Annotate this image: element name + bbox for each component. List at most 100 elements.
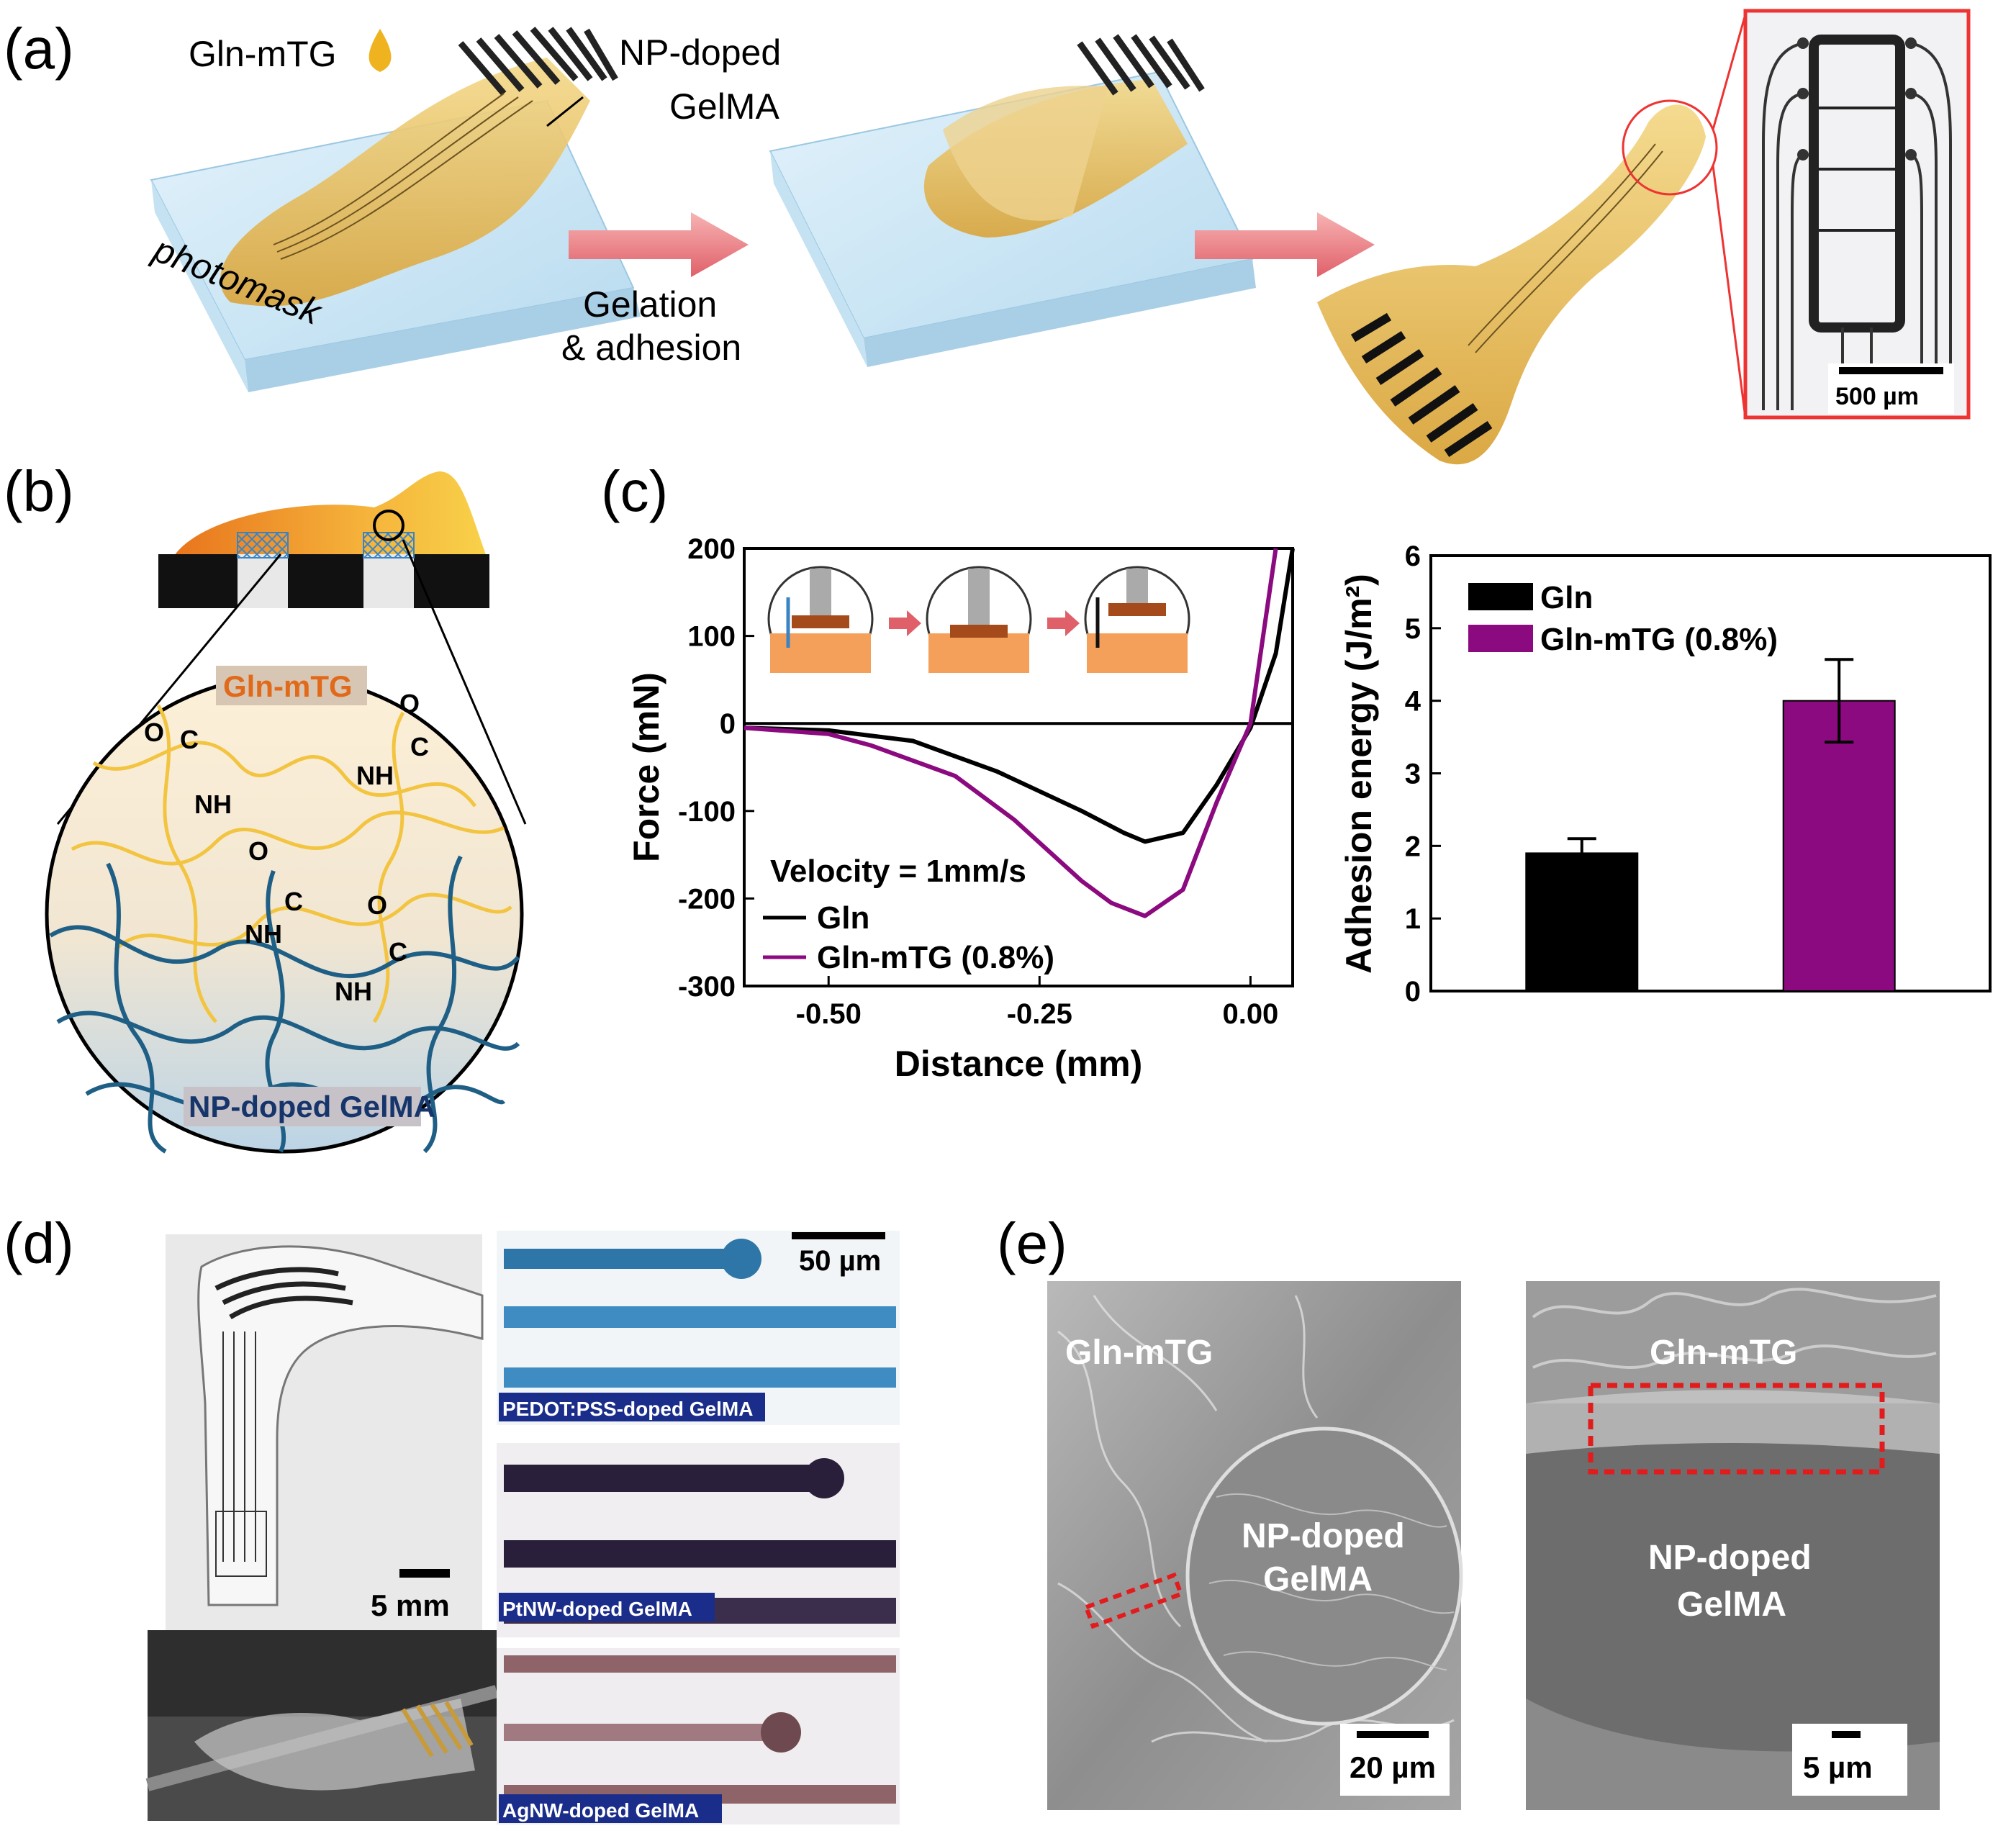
bar-legend-gln: Gln xyxy=(1540,580,1593,615)
np-gel-patch-1 xyxy=(237,532,289,559)
bar-ytick-label: 4 xyxy=(1405,686,1421,718)
svg-text:NH: NH xyxy=(194,790,232,819)
photomask-block-2 xyxy=(769,34,1256,367)
bottom-layer-label: NP-doped GelMA xyxy=(189,1090,435,1123)
micrograph-agnw: AgNW-doped GelMA xyxy=(497,1648,900,1824)
line-series-1 xyxy=(743,548,1278,918)
panel-label-b: (b) xyxy=(4,459,74,523)
step-label-1: Gelation xyxy=(583,284,717,325)
photomask-bar xyxy=(158,554,489,608)
svg-text:O: O xyxy=(367,890,387,920)
sem-right-mid1: NP-doped xyxy=(1648,1539,1812,1577)
step-label-2: & adhesion xyxy=(561,327,741,368)
line-ytick-label: -300 xyxy=(678,971,736,1003)
zoom-circle xyxy=(1622,99,1718,196)
np-label-2: GelMA xyxy=(669,86,779,127)
svg-text:NH: NH xyxy=(335,977,372,1006)
line-xlabel: Distance (mm) xyxy=(895,1044,1143,1084)
svg-text:NH: NH xyxy=(245,919,282,949)
np-label-1: NP-doped xyxy=(619,32,781,73)
hydrogel-film-1 xyxy=(220,58,590,307)
sem-image-left: Gln-mTG NP-doped GelMA 20 µm xyxy=(1047,1281,1463,1810)
bar-ylabel: Adhesion energy (J/m²) xyxy=(1339,574,1379,974)
legend-label-mtg: Gln-mTG (0.8%) xyxy=(817,940,1054,975)
droplet-icon xyxy=(369,29,392,72)
inset-schematic xyxy=(767,566,1190,673)
electrode-pads-3 xyxy=(1350,312,1493,457)
top-layer-label: Gln-mTG xyxy=(223,669,353,703)
line-xtick-label: 0.00 xyxy=(1222,998,1278,1030)
line-series-0 xyxy=(743,548,1295,844)
velocity-annotation: Velocity = 1mm/s xyxy=(770,854,1026,889)
electrode-pads-1 xyxy=(458,27,618,96)
sem-right-scale: 5 µm xyxy=(1803,1750,1873,1784)
drop-label: Gln-mTG xyxy=(189,34,337,74)
sem-right-top-label: Gln-mTG xyxy=(1650,1334,1797,1372)
scale-micro-label: 50 µm xyxy=(799,1245,881,1277)
micrograph-ptnw: PtNW-doped GelMA xyxy=(497,1443,900,1637)
process-arrow-2 xyxy=(1195,212,1375,277)
svg-text:O: O xyxy=(399,689,420,718)
legend-label-gln: Gln xyxy=(817,900,869,936)
pointer-line xyxy=(546,96,584,127)
inset-micrograph: 500 µm xyxy=(1743,9,1971,420)
panel-label-d: (d) xyxy=(4,1211,74,1275)
electrode-pads-2 xyxy=(1077,34,1205,96)
sem-right-mid2: GelMA xyxy=(1677,1586,1786,1624)
line-xtick-label: -0.25 xyxy=(1007,998,1072,1030)
scale-bar-photo xyxy=(399,1569,450,1578)
sem-left-top-label: Gln-mTG xyxy=(1065,1334,1213,1372)
line-plot-frame xyxy=(743,547,1294,987)
panel-label-c: (c) xyxy=(601,459,668,523)
bar-plot-frame xyxy=(1429,554,1992,992)
sem-image-right: Gln-mTG NP-doped GelMA 5 µm xyxy=(1526,1281,1940,1810)
micro-label-ptnw: PtNW-doped GelMA xyxy=(502,1598,692,1620)
svg-text:C: C xyxy=(410,732,429,761)
bar-ytick-label: 5 xyxy=(1405,613,1421,645)
inset-scale-label: 500 µm xyxy=(1835,383,1919,410)
peeled-layer xyxy=(943,86,1108,221)
transparent-device xyxy=(197,1245,484,1606)
legend-swatch-gln xyxy=(1468,583,1533,610)
line-ytick-label: 0 xyxy=(720,708,736,740)
svg-text:C: C xyxy=(389,937,407,967)
device-traces-1 xyxy=(214,1267,353,1320)
svg-text:O: O xyxy=(248,836,268,866)
scale-bar-sem-left xyxy=(1357,1731,1429,1738)
chemistry-labels: O C NH O C NH O C NH O C NH xyxy=(144,689,429,1006)
highlight-box-right xyxy=(1588,1383,1885,1475)
bar-legend-mtg: Gln-mTG (0.8%) xyxy=(1540,622,1778,657)
bar-ytick-label: 6 xyxy=(1405,541,1421,572)
svg-text:C: C xyxy=(180,725,199,754)
scale-photo-label: 5 mm xyxy=(371,1588,450,1622)
sem-left-mid1: NP-doped xyxy=(1242,1517,1405,1555)
process-arrow-1 xyxy=(569,212,749,277)
panel-d: (d) 5 mm xyxy=(4,1211,900,1824)
bar-ytick-label: 0 xyxy=(1405,976,1421,1008)
panel-label-e: (e) xyxy=(997,1211,1067,1275)
legend-swatch-mtg xyxy=(1468,625,1533,652)
gln-mtg-chains xyxy=(71,704,512,1023)
bar-ytick-label: 1 xyxy=(1405,903,1421,935)
traces-1 xyxy=(273,93,533,260)
svg-text:NH: NH xyxy=(356,761,394,790)
micro-label-pedot: PEDOT:PSS-doped GelMA xyxy=(502,1398,753,1420)
adhesion-energy-chart: 0 1 2 3 4 5 6 Gln Gln-mTG (0.8%) Adhesion ener… xyxy=(1339,541,1992,1008)
line-ytick-label: 200 xyxy=(687,533,736,565)
panel-label-a: (a) xyxy=(4,17,74,81)
scale-bar-sem-right xyxy=(1832,1731,1861,1738)
sem-left-scale: 20 µm xyxy=(1350,1750,1436,1784)
bar-ytick-label: 2 xyxy=(1405,831,1421,862)
svg-text:O: O xyxy=(144,718,164,747)
micrograph-pedot: 50 µm PEDOT:PSS-doped GelMA xyxy=(497,1231,900,1425)
bar-ytick-label: 3 xyxy=(1405,759,1421,790)
top-gel-layer xyxy=(169,471,489,565)
scale-bar-a xyxy=(1839,367,1943,374)
line-ytick-label: 100 xyxy=(687,621,736,653)
highlight-box-left xyxy=(1083,1572,1184,1629)
line-ytick-label: -200 xyxy=(678,883,736,915)
bar-1 xyxy=(1782,700,1896,992)
peeled-device xyxy=(1317,14,1747,465)
